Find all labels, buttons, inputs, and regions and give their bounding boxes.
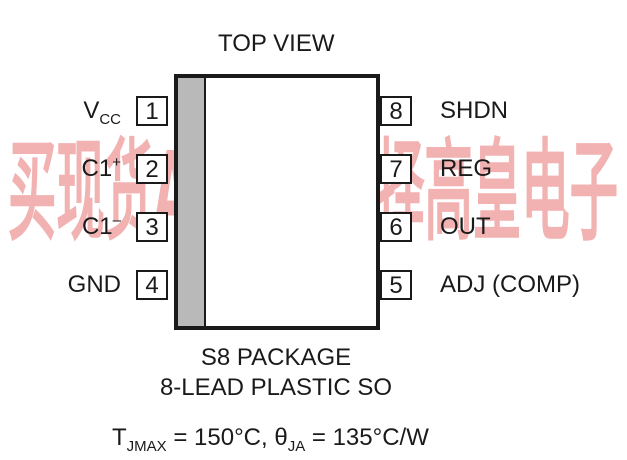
- thermal-spec: TJMAX = 150°C, θJA = 135°C/W: [112, 424, 429, 455]
- pin-5-box: 5: [380, 270, 412, 300]
- pin-8-label: SHDN: [440, 97, 509, 124]
- pin1-indicator-bar: [178, 78, 206, 326]
- pin-8-box: 8: [380, 96, 412, 126]
- pin-7-box: 7: [380, 154, 412, 184]
- package-description: 8-LEAD PLASTIC SO: [159, 374, 393, 401]
- package-name: S8 PACKAGE: [200, 344, 352, 371]
- top-view-title: TOP VIEW: [218, 30, 335, 57]
- pin-5-label: ADJ (COMP): [440, 271, 580, 298]
- pin-3-label: C1–: [81, 212, 121, 240]
- pin-2-box: 2: [136, 154, 168, 184]
- pin-1-box: 1: [136, 96, 168, 126]
- pin-6-label: OUT: [440, 213, 491, 240]
- pin-3-box: 3: [136, 212, 168, 242]
- pin-6-box: 6: [380, 212, 412, 242]
- pin-4-label: GND: [67, 271, 121, 298]
- pin-1-label: VCC: [83, 97, 121, 128]
- pin-4-box: 4: [136, 270, 168, 300]
- pin-2-label: C1+: [81, 154, 121, 182]
- package-body: [174, 74, 380, 330]
- pin-7-label: REG: [440, 155, 493, 182]
